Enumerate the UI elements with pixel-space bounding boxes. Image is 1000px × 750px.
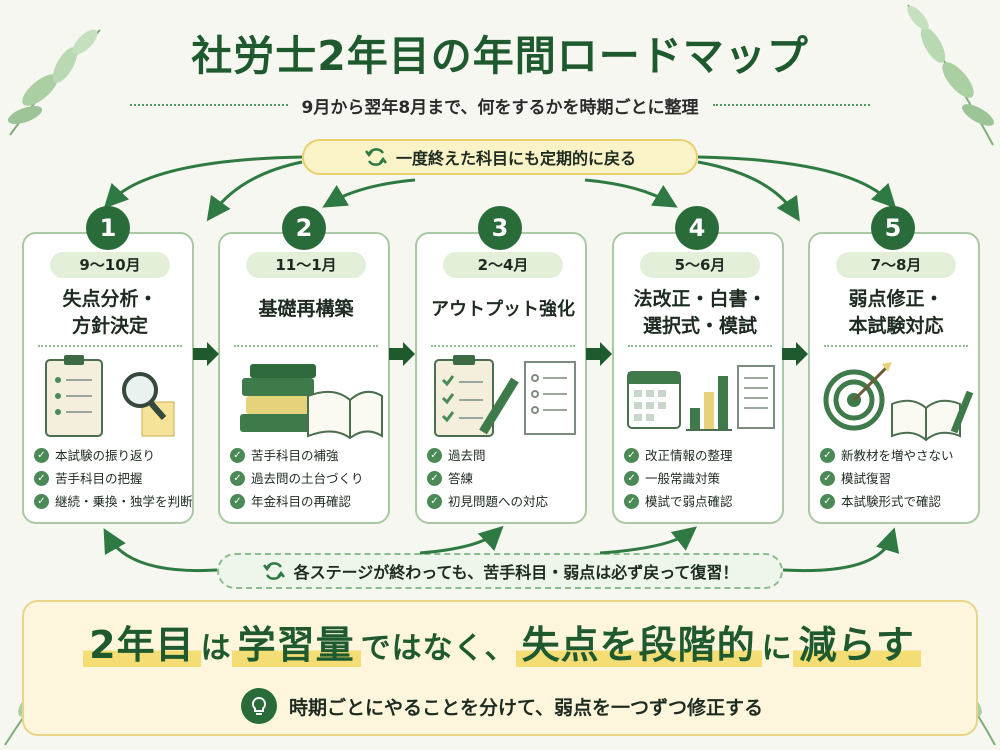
arrow-right-icon xyxy=(389,342,415,366)
check-icon: ✓ xyxy=(820,494,835,509)
list-item: ✓答練 xyxy=(427,467,587,490)
stage-number: 1 xyxy=(86,206,130,250)
lightbulb-icon xyxy=(240,688,277,724)
summary-headline: 2年目は学習量ではなく、失点を段階的に減らす xyxy=(24,614,980,669)
calendar-chart-icon xyxy=(627,365,775,431)
check-icon: ✓ xyxy=(624,471,639,486)
list-item: ✓一般常識対策 xyxy=(624,467,784,490)
task-list: ✓苦手科目の補強 ✓過去問の土台づくり ✓年金科目の再確認 xyxy=(230,444,390,513)
task-list: ✓本試験の振り返り ✓苦手科目の把握 ✓継続・乗換・独学を判断 xyxy=(34,444,194,513)
stage-title: 失点分析・ 方針決定 xyxy=(62,288,158,337)
review-note-text: 各ステージが終わっても、苦手科目・弱点は必ず戻って復習！ xyxy=(293,563,739,582)
list-item: ✓継続・乗換・独学を判断 xyxy=(34,490,194,513)
check-icon: ✓ xyxy=(820,471,835,486)
arrow-right-icon xyxy=(193,342,219,366)
check-icon: ✓ xyxy=(624,448,639,463)
list-item: ✓改正情報の整理 xyxy=(624,444,784,467)
stage-title: アウトプット強化 xyxy=(431,299,575,320)
cycle-icon xyxy=(262,562,285,580)
stage-card: 11～1月 基礎再構築 ✓苦手科目の補強 ✓過去問の土台づくり ✓年金科目の再確… xyxy=(218,232,390,524)
divider xyxy=(431,345,575,347)
stage-card: 2～4月 アウトプット強化 ✓過去問 ✓答練 ✓初見問題への対応 xyxy=(415,232,587,524)
books-icon xyxy=(240,364,383,440)
stage-title: 基礎再構築 xyxy=(258,298,354,320)
check-icon: ✓ xyxy=(230,494,245,509)
stage-card: 7～8月 弱点修正・ 本試験対応 ✓新教材を増やさない ✓模試復習 ✓本試験形式… xyxy=(808,232,980,524)
check-icon: ✓ xyxy=(427,448,442,463)
checklist-pencil-icon xyxy=(434,355,576,437)
leaf-decoration-icon xyxy=(7,29,101,136)
divider xyxy=(38,345,182,347)
list-item: ✓新教材を増やさない xyxy=(820,444,980,467)
task-list: ✓過去問 ✓答練 ✓初見問題への対応 xyxy=(427,444,587,513)
leaf-decoration-icon xyxy=(907,4,994,146)
list-item: ✓本試験形式で確認 xyxy=(820,490,980,513)
page-title: 社労士2年目の年間ロードマップ xyxy=(191,32,809,80)
check-icon: ✓ xyxy=(230,448,245,463)
task-list: ✓新教材を増やさない ✓模試復習 ✓本試験形式で確認 xyxy=(820,444,980,513)
arrow-right-icon xyxy=(782,342,808,366)
list-item: ✓模試復習 xyxy=(820,467,980,490)
divider xyxy=(628,345,772,347)
page-subtitle: 9月から翌年8月まで、何をするかを時期ごとに整理 xyxy=(301,97,699,118)
divider xyxy=(130,104,288,106)
check-icon: ✓ xyxy=(820,448,835,463)
list-item: ✓模試で弱点確認 xyxy=(624,490,784,513)
list-item: ✓本試験の振り返り xyxy=(34,444,194,467)
list-item: ✓過去問の土台づくり xyxy=(230,467,390,490)
stage-number: 4 xyxy=(675,206,719,250)
list-item: ✓初見問題への対応 xyxy=(427,490,587,513)
check-icon: ✓ xyxy=(427,494,442,509)
check-icon: ✓ xyxy=(34,471,49,486)
divider xyxy=(712,104,871,106)
stage-period: 11～1月 xyxy=(246,252,366,278)
check-icon: ✓ xyxy=(34,494,49,509)
check-icon: ✓ xyxy=(624,494,639,509)
arrow-right-icon xyxy=(586,342,612,366)
summary-subline: 時期ごとにやることを分けて、弱点を一つずつ修正する xyxy=(24,688,980,724)
cycle-icon xyxy=(364,148,387,166)
subtitle-row: 9月から翌年8月まで、何をするかを時期ごとに整理 xyxy=(130,93,871,118)
check-icon: ✓ xyxy=(34,448,49,463)
list-item: ✓苦手科目の補強 xyxy=(230,444,390,467)
stage-number: 5 xyxy=(871,206,915,250)
review-note-text: 一度終えた科目にも定期的に戻る xyxy=(395,149,636,168)
divider xyxy=(824,345,968,347)
divider xyxy=(234,345,378,347)
check-icon: ✓ xyxy=(230,471,245,486)
stage-period: 5～6月 xyxy=(640,252,760,278)
stage-number: 3 xyxy=(478,206,522,250)
stage-period: 7～8月 xyxy=(836,252,956,278)
review-note-bottom: 各ステージが終わっても、苦手科目・弱点は必ず戻って復習！ xyxy=(217,553,783,589)
stage-card: 9～10月 失点分析・ 方針決定 ✓本試験の振り返り ✓苦手科目の把握 ✓継続・… xyxy=(22,232,194,524)
list-item: ✓過去問 xyxy=(427,444,587,467)
list-item: ✓年金科目の再確認 xyxy=(230,490,390,513)
check-icon: ✓ xyxy=(427,471,442,486)
summary-box: 2年目は学習量ではなく、失点を段階的に減らす 時期ごとにやることを分けて、弱点を… xyxy=(22,600,978,736)
task-list: ✓改正情報の整理 ✓一般常識対策 ✓模試で弱点確認 xyxy=(624,444,784,513)
stage-title: 法改正・白書・ 選択式・模試 xyxy=(633,288,767,337)
stage-number: 2 xyxy=(282,206,326,250)
clipboard-magnifier-icon xyxy=(45,355,175,437)
target-book-icon xyxy=(823,362,974,442)
stage-card: 5～6月 法改正・白書・ 選択式・模試 ✓改正情報の整理 ✓一般常識対策 ✓模試… xyxy=(612,232,784,524)
list-item: ✓苦手科目の把握 xyxy=(34,467,194,490)
stage-period: 2～4月 xyxy=(443,252,563,278)
stage-title: 弱点修正・ 本試験対応 xyxy=(848,288,944,337)
stage-period: 9～10月 xyxy=(50,252,170,278)
review-note-top: 一度終えた科目にも定期的に戻る xyxy=(302,139,698,175)
